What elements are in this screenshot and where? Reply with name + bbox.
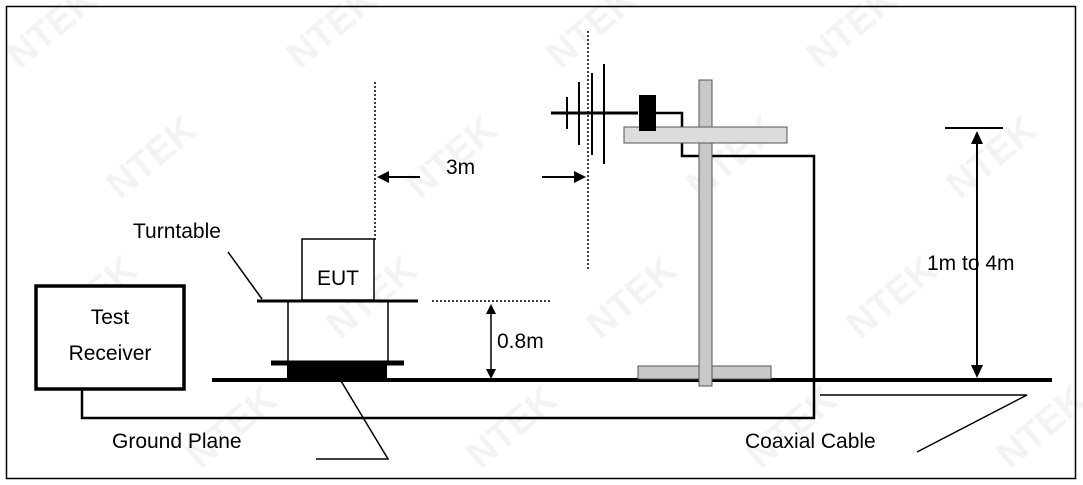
antenna-height-arrowhead-bottom — [971, 365, 983, 378]
turntable-leader — [227, 251, 263, 300]
coaxial-cable-leader — [820, 394, 1028, 453]
eut-box — [301, 238, 375, 301]
ground-plane-label: Ground Plane — [112, 430, 242, 453]
test-receiver-label-line2: Receiver — [69, 342, 152, 365]
eut-label: EUT — [317, 267, 359, 290]
antenna-crossbar — [623, 126, 788, 144]
turntable-base — [287, 365, 387, 379]
antenna-height-arrowhead-top — [971, 131, 983, 144]
antenna — [551, 64, 656, 164]
antenna-height-indicator — [945, 127, 1003, 378]
distance-arrowhead-right — [574, 171, 586, 183]
watermark-text: NTEK — [579, 248, 686, 347]
coaxial-cable-label: Coaxial Cable — [745, 430, 876, 453]
antenna-height-label: 1m to 4m — [927, 252, 1015, 275]
table-height-indicator — [432, 300, 550, 379]
coaxial-cable — [80, 111, 816, 420]
test-receiver-label-line1: Test — [91, 306, 130, 329]
watermark-text: NTEK — [279, 0, 386, 77]
watermark-text: NTEK — [539, 0, 646, 77]
antenna-connector — [639, 95, 656, 131]
table-height-arrowhead-top — [486, 304, 496, 314]
ground-plane-leader — [316, 380, 390, 460]
distance-label: 3m — [446, 156, 475, 179]
diagram-frame — [5, 5, 1077, 480]
turntable-label: Turntable — [133, 220, 221, 243]
distance-indicator — [377, 171, 586, 183]
distance-arrowhead-left — [377, 171, 389, 183]
table-height-label: 0.8m — [497, 330, 544, 353]
turntable — [227, 251, 418, 379]
antenna-mast — [623, 79, 788, 387]
watermark-text: NTEK — [739, 378, 846, 477]
watermark-text: NTEK — [799, 0, 906, 77]
watermark-text: NTEK — [679, 108, 786, 207]
mast-pole — [698, 79, 713, 387]
watermark-text: NTEK — [179, 378, 286, 477]
watermark-text: NTEK — [989, 378, 1083, 477]
watermark-text: NTEK — [99, 108, 206, 207]
table-height-arrowhead-bottom — [486, 369, 496, 379]
watermark-text: NTEK — [0, 0, 105, 77]
test-receiver-box — [34, 284, 186, 391]
watermark-text: NTEK — [459, 378, 566, 477]
watermark-text: NTEK — [939, 108, 1046, 207]
